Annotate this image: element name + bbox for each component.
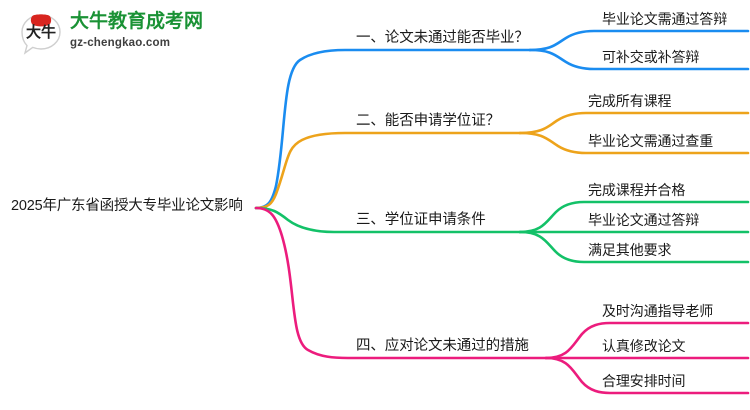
mindmap-leaf-node-4-2[interactable]: 认真修改论文 (602, 338, 686, 354)
mindmap-leaf-node-1-2[interactable]: 可补交或补答辩 (602, 49, 700, 65)
mindmap-leaf-node-3-3[interactable]: 满足其他要求 (588, 242, 672, 258)
logo-text-block: 大牛教育成考网 gz-chengkao.com (70, 11, 220, 51)
svg-text:大牛: 大牛 (26, 23, 56, 41)
mindmap-leaf-node-4-3[interactable]: 合理安排时间 (602, 373, 686, 389)
mindmap-branch-node-3[interactable]: 三、学位证申请条件 (356, 212, 486, 228)
logo-name-cn: 大牛教育成考网 (70, 11, 204, 32)
mindmap-branch-node-1[interactable]: 一、论文未通过能否毕业？ (356, 30, 529, 46)
logo-name-en: gz-chengkao.com (70, 37, 171, 49)
mindmap-leaf-node-3-2[interactable]: 毕业论文通过答辩 (588, 212, 700, 228)
connector-branch-2-to-leaf-1 (518, 111, 750, 135)
logo-speech-bubble-icon: 大牛 (21, 14, 61, 55)
mindmap-branch-node-2[interactable]: 二、能否申请学位证？ (356, 113, 500, 129)
site-logo: 大牛 大牛教育成考网 gz-chengkao.com (18, 10, 218, 62)
mindmap-leaf-node-3-1[interactable]: 完成课程并合格 (588, 182, 686, 198)
mindmap-leaf-node-2-1[interactable]: 完成所有课程 (588, 93, 672, 109)
mindmap-branch-node-4[interactable]: 四、应对论文未通过的措施 (356, 338, 529, 354)
mindmap-leaf-node-2-2[interactable]: 毕业论文需通过查重 (588, 133, 714, 149)
connector-root-to-branch-4 (254, 206, 548, 360)
connector-root-to-branch-2 (254, 131, 522, 210)
mindmap-leaf-node-1-1[interactable]: 毕业论文需通过答辩 (602, 11, 728, 27)
mindmap-root-node[interactable]: 2025年广东省函授大专毕业论文影响 (11, 198, 243, 214)
mindmap-leaf-node-4-1[interactable]: 及时沟通指导老师 (602, 303, 714, 319)
